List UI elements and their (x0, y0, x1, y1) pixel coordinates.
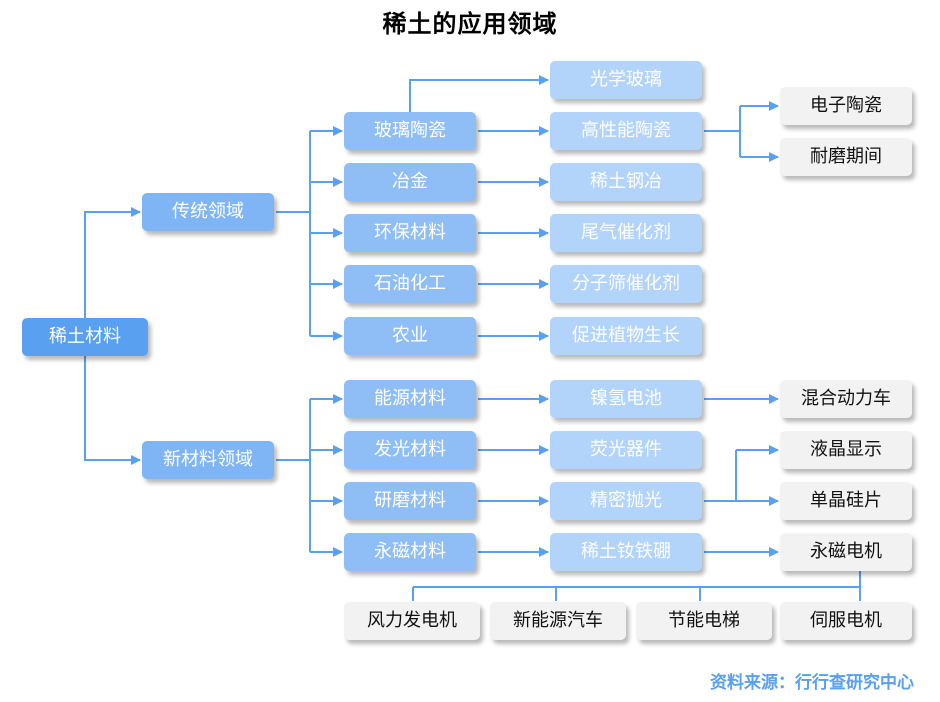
node-fluorescent-devices: 荧光器件 (550, 431, 702, 469)
node-nimh-battery: 镍氢电池 (550, 380, 702, 418)
node-energy-saving-elevator: 节能电梯 (636, 602, 772, 640)
node-high-perf-ceramics: 高性能陶瓷 (550, 112, 702, 150)
node-precision-polishing: 精密抛光 (550, 482, 702, 520)
node-ndfeb: 稀土钕铁硼 (550, 533, 702, 571)
node-agriculture: 农业 (344, 317, 476, 355)
node-plant-growth: 促进植物生长 (550, 317, 702, 355)
node-silicon-wafer: 单晶硅片 (780, 482, 912, 520)
source-note: 资料来源：行行查研究中心 (710, 673, 914, 693)
node-root: 稀土材料 (22, 318, 148, 356)
node-wind-turbine: 风力发电机 (344, 602, 480, 640)
node-wear-resistant: 耐磨期间 (780, 138, 912, 176)
node-glass-ceramics: 玻璃陶瓷 (344, 112, 476, 150)
node-optical-glass: 光学玻璃 (550, 61, 702, 99)
node-luminescent-materials: 发光材料 (344, 431, 476, 469)
node-environmental: 环保材料 (344, 214, 476, 252)
node-electronic-ceramics: 电子陶瓷 (780, 87, 912, 125)
node-petrochemical: 石油化工 (344, 265, 476, 303)
node-metallurgy: 冶金 (344, 163, 476, 201)
link-glass-optical (409, 75, 549, 112)
link-root-traditional (84, 207, 141, 318)
node-re-steel: 稀土钢冶 (550, 163, 702, 201)
node-nev: 新能源汽车 (490, 602, 626, 640)
node-lcd-display: 液晶显示 (780, 431, 912, 469)
node-pm-motor: 永磁电机 (780, 533, 912, 571)
node-new-materials-domain: 新材料领域 (142, 441, 274, 479)
node-abrasive-materials: 研磨材料 (344, 482, 476, 520)
node-molecular-sieve: 分子筛催化剂 (550, 265, 702, 303)
node-magnetic-materials: 永磁材料 (344, 533, 476, 571)
node-energy-materials: 能源材料 (344, 380, 476, 418)
diagram-title: 稀土的应用领域 (382, 10, 558, 38)
node-servo-motor: 伺服电机 (780, 602, 912, 640)
node-exhaust-catalyst: 尾气催化剂 (550, 214, 702, 252)
link-root-new (84, 356, 141, 465)
node-traditional-domain: 传统领域 (142, 193, 274, 231)
node-hybrid-vehicle: 混合动力车 (780, 380, 912, 418)
